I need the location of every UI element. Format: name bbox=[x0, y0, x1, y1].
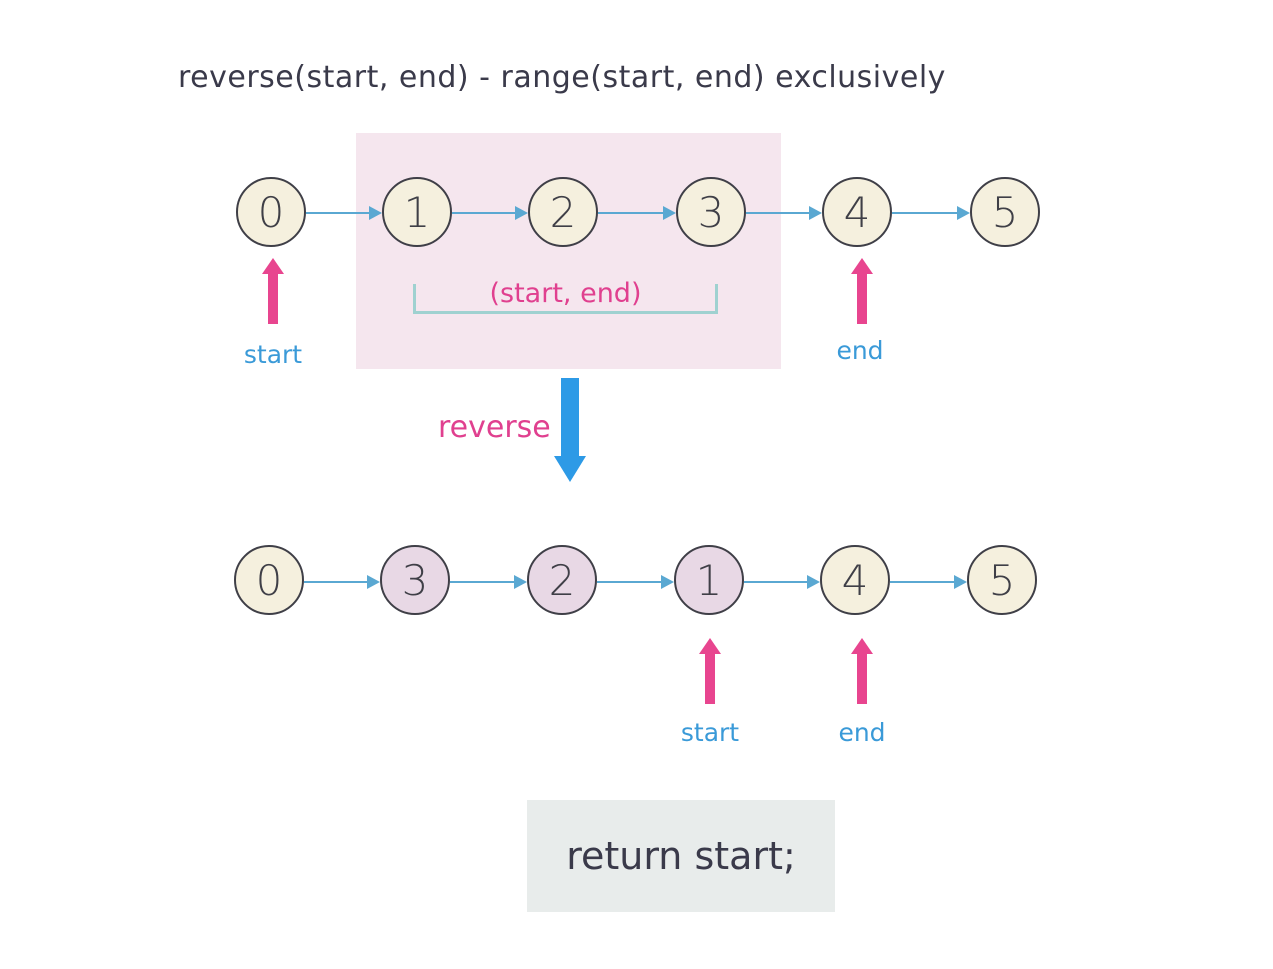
top-start-label: start bbox=[243, 340, 303, 369]
bottom-node-2: 2 bbox=[527, 545, 597, 615]
top-end-label: end bbox=[836, 336, 884, 365]
bottom-start-label: start bbox=[680, 718, 740, 747]
top-edge-0-1 bbox=[306, 205, 382, 220]
bottom-node-1: 1 bbox=[674, 545, 744, 615]
reverse-down-arrow-icon bbox=[554, 378, 586, 482]
bottom-edge-0-3 bbox=[304, 574, 380, 589]
top-node-3: 3 bbox=[676, 177, 746, 247]
top-edge-3-4 bbox=[746, 205, 822, 220]
top-node-4: 4 bbox=[822, 177, 892, 247]
top-edge-1-2 bbox=[452, 205, 528, 220]
range-highlight bbox=[356, 133, 781, 369]
top-end-pointer-arrow bbox=[851, 258, 873, 324]
bottom-node-4: 4 bbox=[820, 545, 890, 615]
bottom-end-pointer-arrow bbox=[851, 638, 873, 704]
bottom-node-5: 5 bbox=[967, 545, 1037, 615]
bottom-edge-3-2 bbox=[450, 574, 527, 589]
bottom-node-3: 3 bbox=[380, 545, 450, 615]
top-node-5: 5 bbox=[970, 177, 1040, 247]
top-start-pointer-arrow bbox=[262, 258, 284, 324]
reverse-label: reverse bbox=[438, 410, 551, 445]
top-edge-4-5 bbox=[892, 205, 970, 220]
range-bracket-label: (start, end) bbox=[489, 278, 642, 309]
bottom-edge-2-1 bbox=[597, 574, 674, 589]
bottom-node-0: 0 bbox=[234, 545, 304, 615]
top-node-1: 1 bbox=[382, 177, 452, 247]
diagram-title: reverse(start, end) - range(start, end) … bbox=[178, 60, 946, 95]
bottom-end-label: end bbox=[838, 718, 886, 747]
bottom-start-pointer-arrow bbox=[699, 638, 721, 704]
top-node-0: 0 bbox=[236, 177, 306, 247]
return-code-box: return start; bbox=[527, 800, 835, 912]
top-edge-2-3 bbox=[598, 205, 676, 220]
range-bracket bbox=[413, 284, 718, 314]
bottom-edge-4-5 bbox=[890, 574, 967, 589]
top-node-2: 2 bbox=[528, 177, 598, 247]
bottom-edge-1-4 bbox=[744, 574, 820, 589]
